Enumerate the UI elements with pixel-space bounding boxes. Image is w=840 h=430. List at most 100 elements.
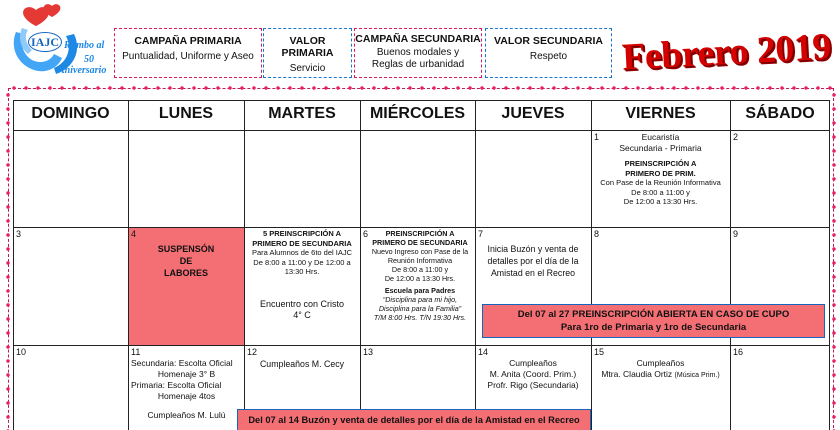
day-header-domingo: DOMINGO (31, 105, 110, 122)
day-cell-4: 4 SUSPENSÓN DE LABORES (128, 227, 244, 345)
day-number: 1 (594, 132, 600, 142)
event-line: Encuentro con Cristo (259, 298, 345, 309)
logo-text-aniversario: Aniversario (58, 65, 107, 76)
event-line: Profr. Rigo (Secundaria) (487, 380, 579, 390)
day-number: 11 (131, 347, 141, 357)
day-cell-3: 3 (13, 227, 128, 345)
day-number: 8 (594, 229, 600, 239)
day-number: 16 (733, 347, 744, 357)
day-number: 13 (363, 347, 374, 357)
event-line: Cumpleaños (509, 358, 557, 368)
logo-text-50: 50 (84, 54, 94, 65)
campaign-secundaria-box: CAMPAÑA SECUNDARIA Buenos modales y Regl… (354, 28, 482, 78)
day-cell-14: 14 Cumpleaños M. Anita (Coord. Prim.) Pr… (475, 345, 591, 430)
campaign-title: VALOR PRIMARIA (281, 35, 334, 59)
day-cell-2: 2 (730, 130, 830, 227)
day-number: 12 (247, 347, 258, 357)
event-line: De 12:00 a 13:30 Hrs. (384, 274, 456, 283)
event-line: Amistad en el Recreo (490, 268, 576, 278)
day-number: 9 (733, 229, 739, 239)
day-header-viernes: VIERNES (625, 105, 696, 122)
event-line: De 8:00 a 11:00 y (631, 187, 690, 197)
frame-dots-top (8, 86, 834, 90)
event-line: De 8:00 a 11:00 y (391, 265, 449, 274)
campaign-title: CAMPAÑA PRIMARIA (134, 35, 242, 47)
day-header-martes: MARTES (268, 105, 336, 122)
event-line: detalles por el día de la (487, 256, 579, 266)
event-line: Inicia Buzón y venta de (487, 244, 579, 254)
event-line: De 8:00 a 11:00 y De 12:00 a (253, 257, 351, 267)
day-number: 10 (16, 347, 27, 357)
day-cell-13: 13 (360, 345, 475, 430)
event-line: Escuela para Padres (384, 286, 456, 295)
hands-heart-icon (13, 4, 78, 74)
campaign-text: Servicio (289, 63, 326, 74)
event-line: Cumpleaños M. Cecy (259, 359, 345, 369)
calendar-grid: DOMINGO LUNES MARTES MIÉRCOLES JUEVES VI… (13, 100, 830, 430)
event-line: Secundaria: Escolta Oficial (131, 358, 233, 368)
day-header-miercoles: MIÉRCOLES (369, 105, 466, 122)
event-line: Eucaristía (641, 132, 680, 142)
event-line: PRIMERO DE SECUNDARIA (252, 238, 352, 248)
day-cell-16: 16 (730, 345, 830, 430)
event-line: Cumpleaños (636, 358, 685, 368)
event-line: 5 PREINSCRIPCIÓN A (262, 229, 342, 238)
day-number: 14 (478, 347, 489, 357)
campaign-primaria-box: CAMPAÑA PRIMARIA Puntualidad, Uniforme y… (114, 28, 262, 78)
day-cell-10: 10 (13, 345, 128, 430)
day-number: 3 (16, 229, 22, 239)
event-line: LABORES (163, 268, 208, 278)
month-title: Febrero 2019 (621, 25, 832, 79)
banner-line: Del 07 al 14 Buzón y venta de detalles p… (248, 415, 580, 425)
event-line: “Disciplina para mi hijo, (382, 295, 458, 304)
day-cell-7: 7 Inicia Buzón y venta de detalles por e… (475, 227, 591, 345)
event-line: PREINSCRIPCIÓN A (624, 159, 697, 168)
logo-badge: IAJC (28, 32, 62, 52)
event-line: Homenaje 4tos (157, 391, 216, 401)
preinscription-banner: Del 07 al 27 PREINSCRIPCIÓN ABIERTA EN C… (482, 304, 825, 338)
banner-line: Para 1ro de Primaria y 1ro de Secundaria (560, 322, 747, 333)
day-cell-1: 1 Eucaristía Secundaria - Primaria PREIN… (591, 130, 730, 227)
event-line: PRIMERO DE PRIM. (625, 168, 696, 178)
event-line: Secundaria - Primaria (619, 142, 702, 153)
event-line: Reunión Informativa (387, 256, 453, 265)
event-line: Nuevo Ingreso con Pase de la (371, 247, 469, 256)
day-number: 2 (733, 132, 739, 142)
event-line: 13:30 Hrs. (284, 267, 320, 276)
day-number: 6 (363, 229, 369, 239)
day-cell-12: 12 Cumpleaños M. Cecy (244, 345, 360, 430)
event-line: (Música Prim.) (674, 372, 720, 379)
campaign-text: Respeto (529, 51, 568, 62)
day-cell-8: 8 (591, 227, 730, 345)
day-cell-6: 6 PREINSCRIPCIÓN A PRIMERO DE SECUNDARIA… (360, 227, 475, 345)
event-line: Homenaje 3° B (157, 369, 216, 379)
day-cell-5: 5 PREINSCRIPCIÓN A PRIMERO DE SECUNDARIA… (244, 227, 360, 345)
valor-secundaria-box: VALOR SECUNDARIA Respeto (485, 28, 612, 78)
event-line: Para Alumnos de 6to del IAJC (251, 248, 353, 257)
day-number: 7 (478, 229, 484, 239)
banner-line: Del 07 al 27 PREINSCRIPCIÓN ABIERTA EN C… (517, 309, 790, 320)
day-header-lunes: LUNES (158, 105, 214, 122)
day-cell-9: 9 (730, 227, 830, 345)
day-number: 15 (594, 347, 605, 357)
event-line: Mtra. Claudia Ortiz (601, 369, 673, 379)
day-cell-11: 11 Secundaria: Escolta Oficial Homenaje … (128, 345, 244, 430)
frame-dots-left (6, 88, 10, 430)
logo-text-rumbo: Rumbo al (64, 40, 105, 51)
buzon-banner: Del 07 al 14 Buzón y venta de detalles p… (237, 409, 591, 430)
event-line: SUSPENSÓN (157, 244, 215, 254)
event-line: PREINSCRIPCIÓN A (385, 229, 455, 238)
frame-dots-right (832, 88, 836, 430)
event-line: Con Pase de la Reunión Informativa (600, 178, 721, 187)
event-line: Primaria: Escolta Oficial (131, 380, 222, 390)
event-line: De 12:00 a 13:30 Hrs. (623, 197, 698, 206)
event-line: PRIMERO DE SECUNDARIA (372, 238, 468, 247)
day-number: 4 (131, 229, 137, 239)
valor-primaria-box: VALOR PRIMARIA Servicio (263, 28, 352, 78)
event-line: M. Anita (Coord. Prim.) (489, 369, 577, 379)
event-line: Disciplina para la Familia” (378, 304, 462, 313)
campaign-text: Buenos modales y (376, 47, 460, 58)
event-line: T/M 8:00 Hrs. T/N 19:30 Hrs. (373, 313, 467, 322)
day-header-sabado: SÁBADO (745, 105, 815, 122)
day-header-jueves: JUEVES (501, 105, 565, 122)
